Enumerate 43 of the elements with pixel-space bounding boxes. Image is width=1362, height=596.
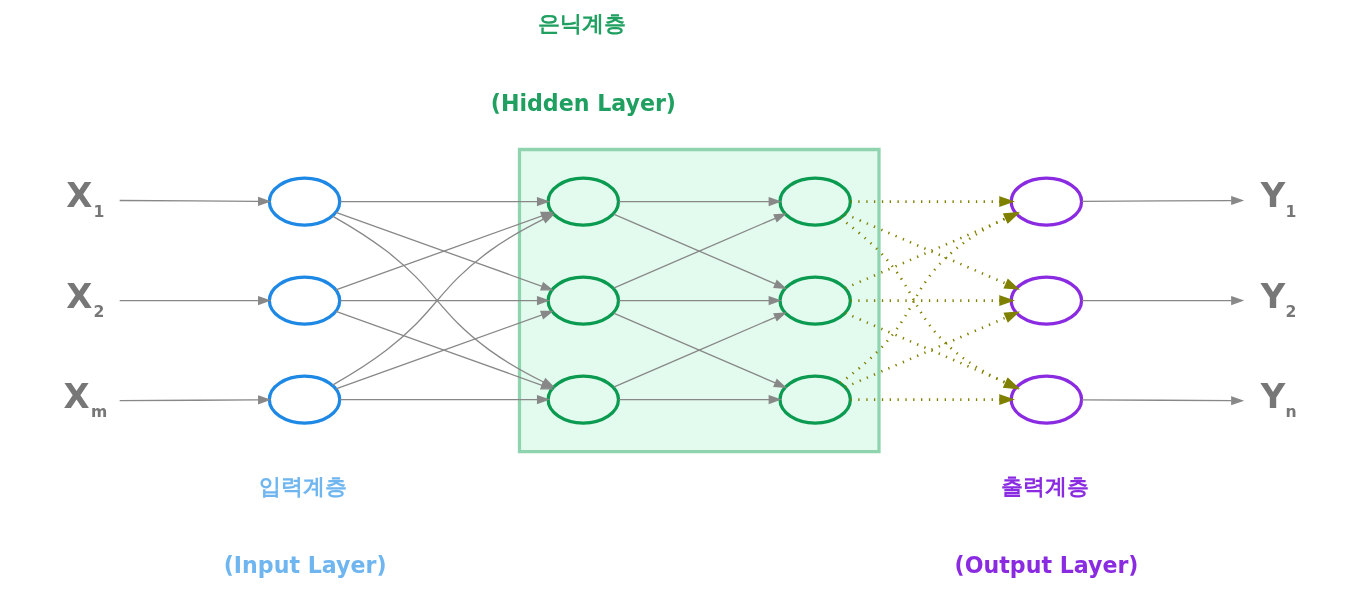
arrow: [618, 197, 782, 207]
arrow: [339, 395, 550, 405]
node-text: Y$_{1}$: [1260, 176, 1297, 221]
node-circle: [546, 374, 621, 425]
node-circle: [778, 374, 852, 425]
arrow: [339, 197, 550, 207]
node-text: X$_{m}$: [63, 376, 108, 422]
arrow: [850, 196, 1015, 208]
node-circle: [1009, 275, 1084, 326]
node-circle: [267, 374, 342, 425]
node-circle: [546, 275, 621, 326]
arrow: [850, 295, 1015, 307]
node-text: X$_{2}$: [66, 276, 105, 322]
arrow: [618, 296, 782, 306]
arrow: [1081, 296, 1245, 306]
label: 입력계층: [258, 472, 347, 499]
node-circle: [778, 275, 852, 326]
node-circle: [1009, 374, 1084, 425]
arrow: [119, 395, 272, 405]
node-circle: [546, 176, 621, 227]
arrow: [1081, 196, 1245, 206]
node-text: Y$_{2}$: [1260, 276, 1297, 322]
node-text: Y$_{n}$: [1260, 376, 1297, 422]
arrow: [844, 212, 1020, 290]
label: (Output Layer): [954, 551, 1139, 578]
arrow: [339, 296, 550, 306]
label: 은닉계층: [537, 10, 626, 37]
node-circle: [778, 176, 852, 227]
arrow: [1081, 396, 1245, 406]
label: (Hidden Layer): [490, 89, 676, 116]
node-text: X$_{1}$: [66, 176, 105, 221]
cluster: [517, 147, 881, 454]
arrow: [850, 394, 1015, 406]
node-circle: [1009, 176, 1084, 227]
arrow: [613, 213, 787, 289]
arrow: [613, 312, 787, 388]
node-circle: [267, 176, 342, 227]
arrow: [119, 196, 272, 206]
arrow: [119, 296, 272, 306]
arrow: [618, 395, 782, 405]
label: (Input Layer): [223, 551, 387, 578]
label: 출력계층: [1000, 472, 1089, 499]
node-circle: [267, 275, 342, 326]
